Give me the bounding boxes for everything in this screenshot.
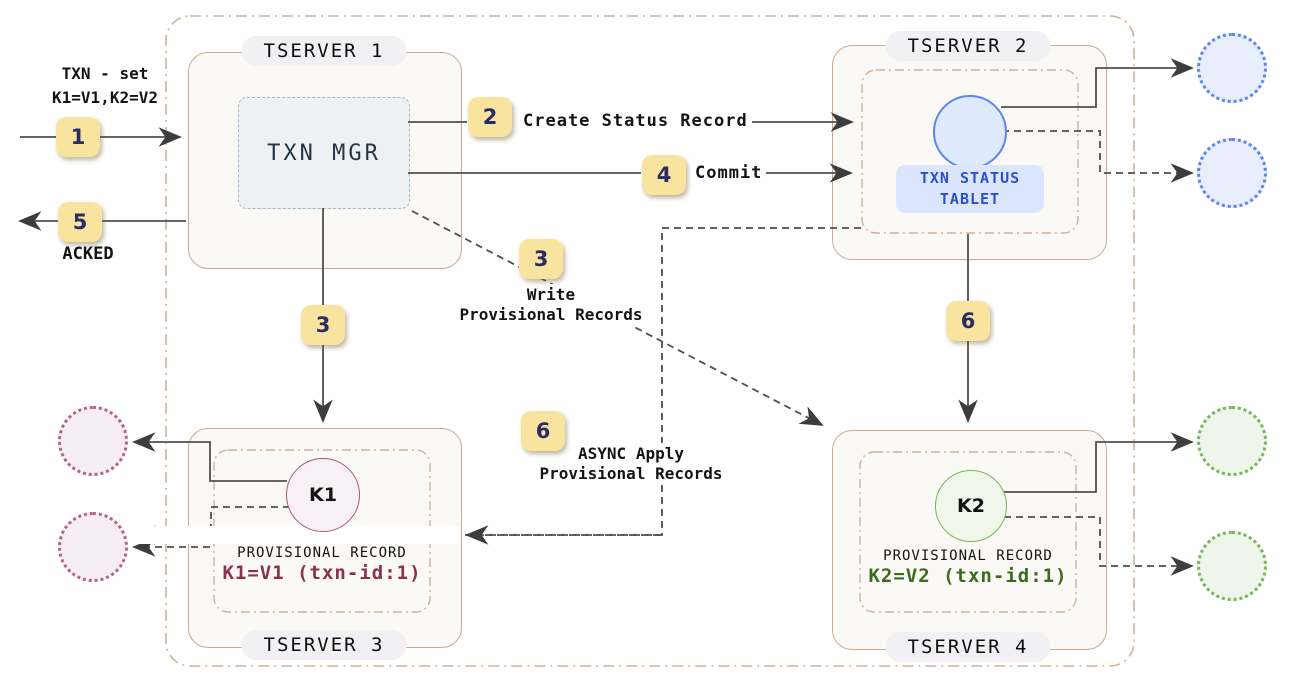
tserver2-title: TSERVER 2 [885,31,1051,61]
txn-status-tablet-label-line2: TABLET [939,190,1001,208]
step3-write-badge: 3 [519,239,563,279]
tserver1-title: TSERVER 1 [241,36,407,66]
step5-badge: 5 [58,202,102,242]
step3-label: Write Provisional Records [455,284,647,326]
txn-request-label-line2: K1=V1,K2=V2 [52,88,158,107]
step4-badge: 4 [642,155,686,195]
k1-label: K1 [309,484,337,506]
step2-badge: 2 [468,97,512,137]
tserver3-title: TSERVER 3 [241,630,407,660]
async-arrow-trim [100,526,460,544]
k2-tablet-circle: K2 [935,470,1007,542]
step1-badge: 1 [56,117,100,157]
step2-label: Create Status Record [519,110,752,132]
t4-provisional-record-value: K2=V2 (txn-id:1) [868,565,1068,587]
k1-replica-circle-1 [58,406,128,476]
k1-tablet-circle: K1 [286,458,360,532]
txn-request-label: TXN - set K1=V1,K2=V2 [20,62,190,110]
step3-label-line1: Write [526,285,576,304]
k2-replica-circle-1 [1197,406,1267,476]
txn-status-tablet-circle [933,95,1007,169]
step6-badge: 6 [946,301,990,341]
txn-request-label-line1: TXN - set [61,64,149,83]
step3-label-line2: Provisional Records [459,305,643,324]
txn-status-tablet-label-line1: TXN STATUS [919,169,1021,187]
step6-async-badge: 6 [521,411,565,451]
k2-replica-circle-2 [1197,531,1267,601]
status-replica-circle-1 [1197,33,1267,103]
step6-label-line1: ASYNC Apply [578,444,684,463]
tserver4-title: TSERVER 4 [885,632,1051,662]
status-replica-circle-2 [1197,138,1267,208]
acked-label: ACKED [62,244,114,264]
step6-label-line2: Provisional Records [539,464,723,483]
step4-label: Commit [691,162,767,184]
step6-label: ASYNC Apply Provisional Records [535,443,727,485]
t3-provisional-record-value: K1=V1 (txn-id:1) [222,562,422,584]
k2-label: K2 [957,495,985,517]
k1-replica-circle-2 [58,512,128,582]
t4-provisional-record-heading: PROVISIONAL RECORD [883,548,1053,564]
step3-badge: 3 [301,305,345,345]
txn-status-tablet-label: TXN STATUS TABLET [896,165,1044,213]
t3-provisional-record-heading: PROVISIONAL RECORD [237,545,407,561]
